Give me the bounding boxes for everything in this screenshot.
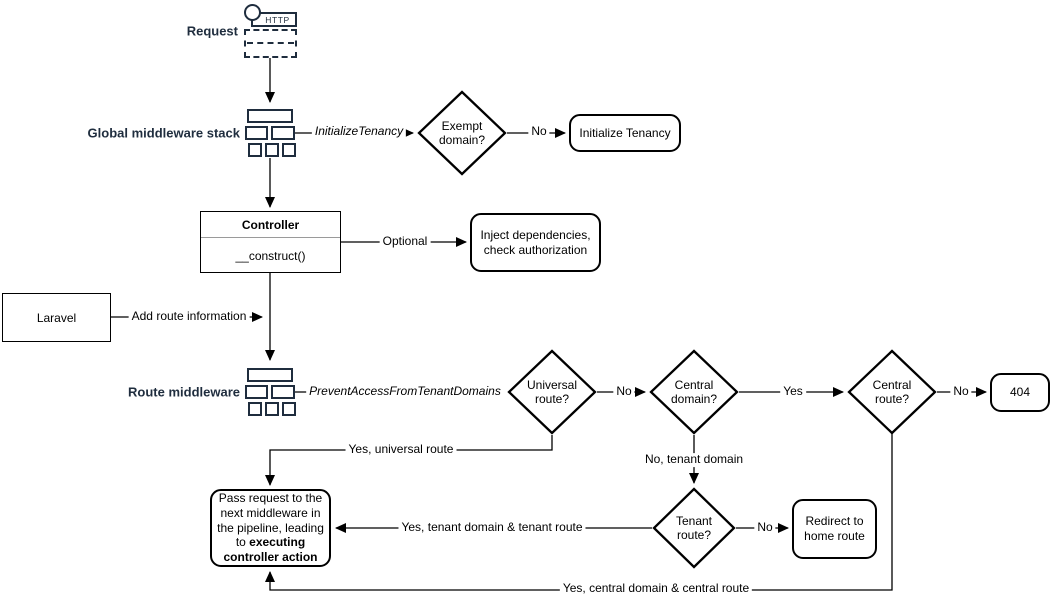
- decision-exempt-domain: Exempt domain?: [417, 90, 507, 176]
- pass-request-node: Pass request to the next middleware in t…: [210, 489, 331, 567]
- inject-dependencies-node: Inject dependencies, check authorization: [470, 213, 601, 272]
- edge-label-yes-tenant-route: Yes, tenant domain & tenant route: [398, 520, 586, 535]
- edge-label-yes-universal-route: Yes, universal route: [345, 442, 457, 457]
- pass-request-text: Pass request to the next middleware in t…: [217, 491, 324, 564]
- edge-label-yes-central-domain: Yes: [780, 384, 806, 399]
- edge-label-no-exempt: No: [528, 124, 550, 139]
- route-middleware-label: Route middleware: [128, 384, 240, 400]
- controller-title: Controller: [201, 212, 340, 238]
- edge-label-no-universal: No: [613, 384, 635, 399]
- edge-label-add-route-information: Add route information: [128, 309, 250, 324]
- laravel-node: Laravel: [2, 293, 111, 342]
- decision-exempt-domain-text: Exempt domain?: [438, 118, 486, 147]
- http-label: HTTP: [251, 12, 297, 27]
- edge-label-no-central-route: No: [950, 384, 972, 399]
- controller-constructor: __construct(): [235, 248, 306, 263]
- initialize-tenancy-node: Initialize Tenancy: [569, 114, 681, 152]
- decision-tenant-route: Tenant route?: [652, 487, 736, 569]
- edge-label-prevent-access: PreventAccessFromTenantDomains: [306, 384, 504, 399]
- decision-central-route-text: Central route?: [872, 377, 912, 406]
- edge-label-optional: Optional: [379, 234, 431, 249]
- decision-tenant-route-text: Tenant route?: [675, 513, 713, 542]
- controller-node: Controller __construct(): [200, 211, 341, 273]
- decision-central-route: Central route?: [847, 349, 937, 435]
- decision-universal-route-text: Universal route?: [526, 377, 577, 406]
- edge-label-no-tenant-route: No: [754, 520, 776, 535]
- executing-controller-action-bold: executing controller action: [223, 535, 318, 564]
- not-found-node: 404: [990, 373, 1050, 412]
- edge-label-no-tenant-domain: No, tenant domain: [641, 452, 747, 467]
- route-middleware-icon: [245, 368, 296, 416]
- request-label: Request: [186, 23, 238, 39]
- global-middleware-stack-icon: [245, 109, 296, 157]
- edge-label-yes-central-route: Yes, central domain & central route: [559, 581, 753, 596]
- decision-universal-route: Universal route?: [507, 349, 597, 435]
- decision-central-domain: Central domain?: [649, 349, 739, 435]
- edge-label-initialize-tenancy: InitializeTenancy: [311, 124, 407, 139]
- http-circle-icon: [244, 4, 261, 21]
- global-middleware-stack-label: Global middleware stack: [87, 125, 240, 141]
- inject-dependencies-text: Inject dependencies, check authorization: [480, 227, 591, 257]
- redirect-home-node: Redirect to home route: [792, 499, 877, 559]
- laravel-text: Laravel: [36, 310, 77, 325]
- http-body-icon: [244, 29, 297, 58]
- redirect-home-text: Redirect to home route: [804, 514, 865, 543]
- not-found-text: 404: [1009, 385, 1031, 400]
- http-request-icon: HTTP: [244, 4, 297, 58]
- initialize-tenancy-text: Initialize Tenancy: [579, 125, 671, 140]
- decision-central-domain-text: Central domain?: [670, 377, 718, 406]
